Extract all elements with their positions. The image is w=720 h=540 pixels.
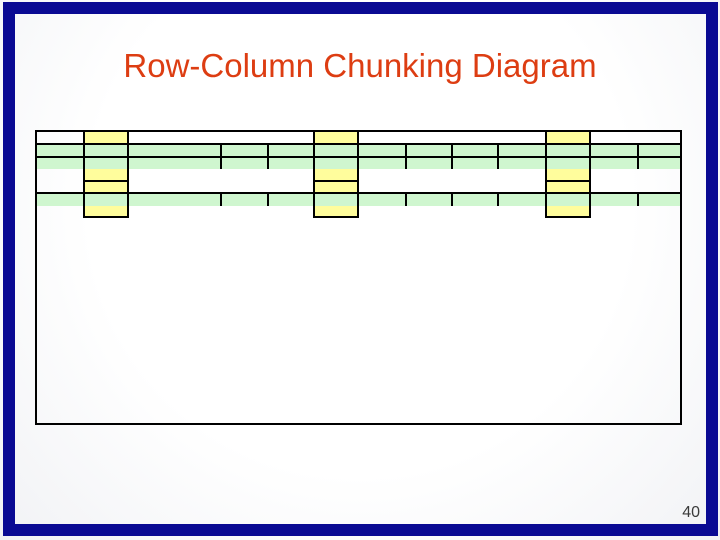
column-inner-line xyxy=(83,180,129,182)
column-border-right xyxy=(589,130,591,218)
cell-tick xyxy=(637,143,639,169)
cell-tick xyxy=(267,192,269,206)
column-border-left xyxy=(313,130,315,218)
cell-tick xyxy=(637,192,639,206)
page-number: 40 xyxy=(682,504,700,521)
column-border-right xyxy=(357,130,359,218)
column-border-bottom xyxy=(313,216,359,218)
column-border-right xyxy=(127,130,129,218)
cell-tick xyxy=(220,143,222,169)
column-border-bottom xyxy=(83,216,129,218)
cell-tick xyxy=(497,192,499,206)
column-border-left xyxy=(83,130,85,218)
cell-tick xyxy=(405,192,407,206)
column-border-left xyxy=(545,130,547,218)
column-inner-line xyxy=(545,180,591,182)
column-inner-line xyxy=(313,180,359,182)
cell-tick xyxy=(497,143,499,169)
cell-tick xyxy=(405,143,407,169)
cell-tick xyxy=(220,192,222,206)
cell-tick xyxy=(451,192,453,206)
slide-title: Row-Column Chunking Diagram xyxy=(123,47,597,84)
cell-tick xyxy=(267,143,269,169)
cell-tick xyxy=(451,143,453,169)
column-border-bottom xyxy=(545,216,591,218)
